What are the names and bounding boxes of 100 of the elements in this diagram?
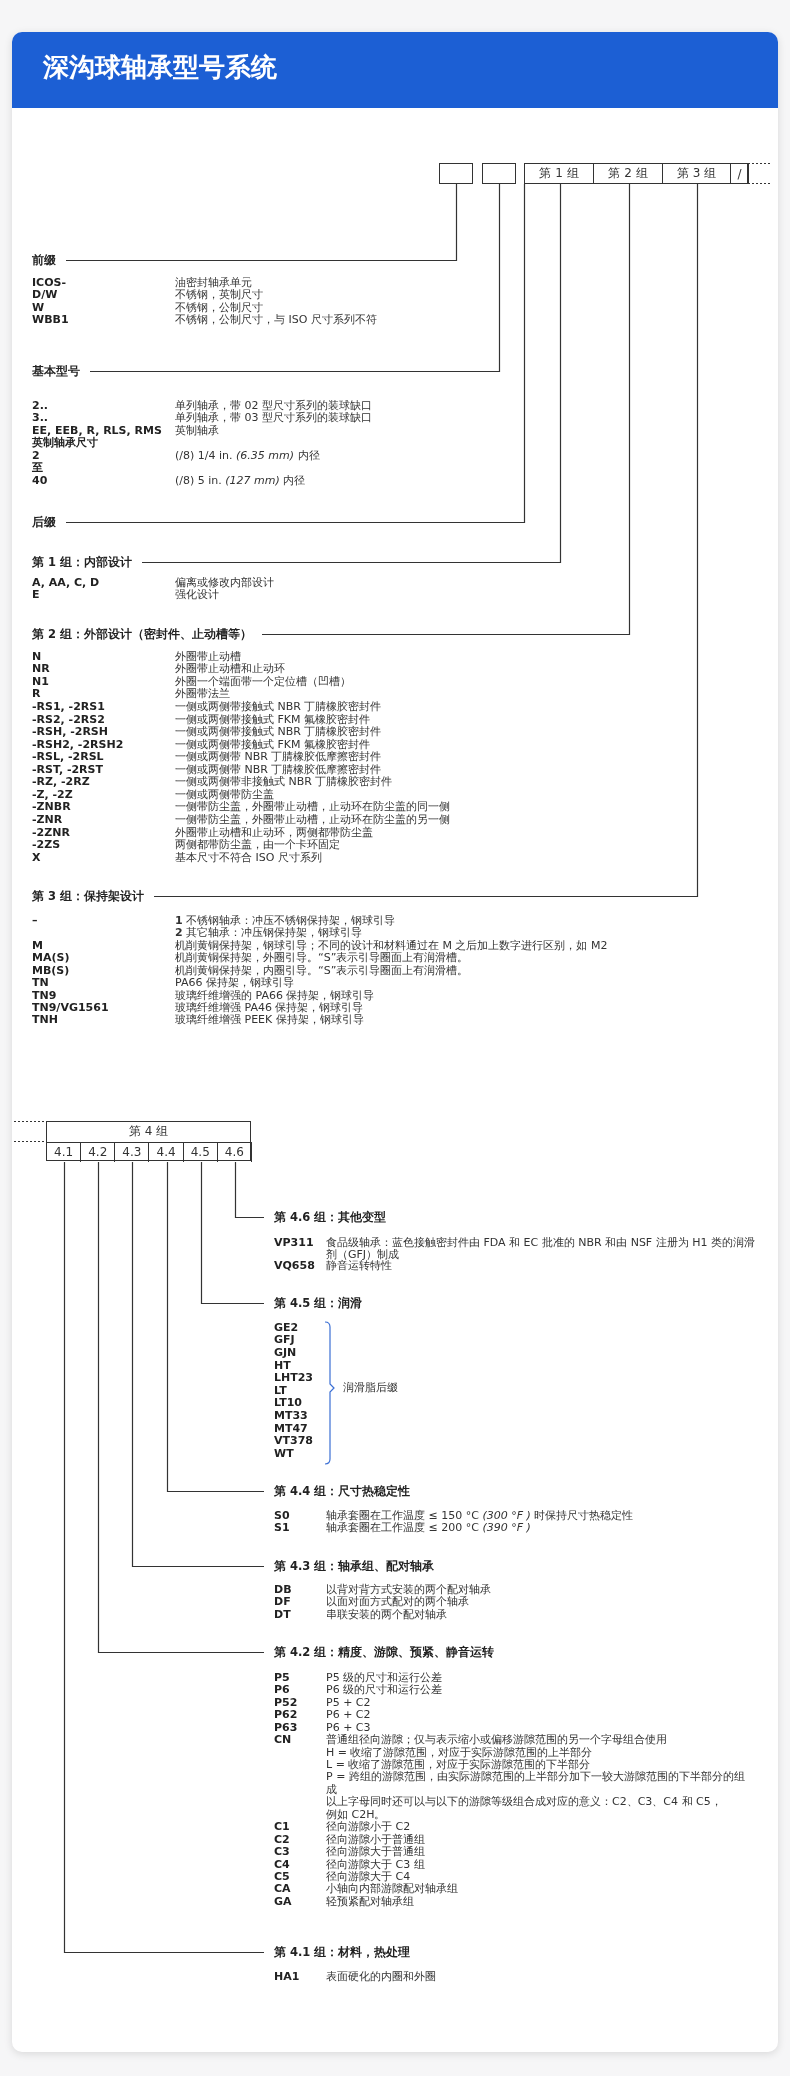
description-text: 径向游隙大于 C3 组 <box>326 1858 426 1871</box>
description-text: 一侧或两侧带 NBR 丁腈橡胶低摩擦密封件 <box>175 763 383 776</box>
description-text: P = 跨组的游隙范围，由实际游隙范围的上半部分加下一较大游隙范围的下半部分的组成 <box>326 1771 746 1796</box>
description-text: 不锈钢，公制尺寸，与 ISO 尺寸系列不符 <box>175 314 378 327</box>
code-text: E <box>32 589 40 602</box>
description-text: P5 + C2 <box>326 1696 372 1710</box>
description-text: P6 级的尺寸和运行公差 <box>326 1684 444 1697</box>
connector-line <box>200 1161 265 1305</box>
section-heading: 第 4.6 组：其他变型 <box>264 1209 387 1225</box>
code-text: W <box>32 301 45 315</box>
connector-line <box>234 1161 265 1219</box>
code-text: -RST, -2RST <box>32 763 104 777</box>
description-text: 静音运转特性 <box>326 1259 392 1273</box>
section-heading: 后缀 <box>32 514 66 530</box>
description-text: P6 + C2 <box>326 1709 372 1722</box>
code-text: VP311 <box>274 1236 314 1250</box>
code-text: P62 <box>274 1709 298 1722</box>
description-text: 油密封轴承单元 <box>175 276 253 289</box>
description-text: 一侧或两侧带 NBR 丁腈橡胶低摩擦密封件 <box>175 751 383 764</box>
code-text: -RSH, -2RSH <box>32 726 108 739</box>
code-text: P6 <box>274 1684 290 1697</box>
connector-line <box>89 183 501 373</box>
group-box <box>46 1121 251 1161</box>
group-cell: 4.6 <box>217 1142 252 1162</box>
description-text: 外圈带止动槽 <box>175 650 242 663</box>
connector-line <box>141 182 562 564</box>
section-heading: 第 2 组：外部设计（密封件、止动槽等） <box>32 626 262 642</box>
description-text: 单列轴承，带 02 型尺寸系列的装球缺口 <box>175 399 373 412</box>
description-text: (/8) 1/4 in. (6.35 mm) 内径 <box>175 449 321 462</box>
code-text: C4 <box>274 1858 290 1871</box>
section-heading: 前缀 <box>32 252 66 268</box>
code-text: R <box>32 688 41 701</box>
group-cell: 4.5 <box>183 1142 218 1162</box>
group-header: 第 4 组 <box>47 1122 250 1143</box>
code-text: DF <box>274 1596 291 1609</box>
description-text: 径向游隙大于 C4 <box>326 1871 412 1883</box>
code-text: GFJ <box>274 1334 295 1347</box>
code-text: DB <box>274 1583 292 1597</box>
description-text: 机削黄铜保持架，内圈引导。“S”表示引导圈面上有润滑槽。 <box>175 964 470 977</box>
section-heading: 第 4.4 组：尺寸热稳定性 <box>264 1483 411 1499</box>
section-heading: 第 4.5 组：润滑 <box>264 1295 363 1311</box>
code-text: VT378 <box>274 1435 313 1448</box>
code-text: -RSL, -2RSL <box>32 751 104 764</box>
group-cell: 4.4 <box>149 1142 184 1162</box>
description-text: 偏离或修改内部设计 <box>175 576 275 589</box>
code-text: S0 <box>274 1509 290 1523</box>
description-text: 基本尺寸不符合 ISO 尺寸系列 <box>175 851 323 864</box>
code-text: S1 <box>274 1522 290 1535</box>
description-text: 小轴向内部游隙配对轴承组 <box>326 1883 459 1896</box>
code-text: VQ658 <box>274 1259 315 1273</box>
description-text: 径向游隙小于普通组 <box>326 1833 426 1846</box>
code-box <box>439 163 473 184</box>
description-text: 一侧或两侧带接触式 FKM 氟橡胶密封件 <box>175 738 372 751</box>
description-text: 轴承套圈在工作温度 ≤ 150 °C (300 °F ) 时保持尺寸热稳定性 <box>326 1509 635 1522</box>
code-text: 英制轴承尺寸 <box>32 437 98 450</box>
code-text: X <box>32 851 41 864</box>
code-text: N1 <box>32 675 49 689</box>
connector-line <box>153 182 699 898</box>
code-text: GA <box>274 1895 292 1909</box>
description-text: 普通组径向游隙；仅与表示缩小或偏移游隙范围的另一个字母组合使用 <box>326 1734 668 1747</box>
group-cell: 第 3 组 <box>663 164 731 183</box>
code-text: 至 <box>32 462 43 475</box>
code-text: NR <box>32 663 50 676</box>
code-text: CN <box>274 1734 292 1747</box>
code-text: LT10 <box>274 1397 302 1410</box>
description-text: 不锈钢，英制尺寸 <box>175 289 264 302</box>
description-text: 英制轴承 <box>175 424 220 438</box>
code-text: -2ZNR <box>32 826 70 839</box>
code-text: D/W <box>32 289 58 302</box>
code-text: TN9/VG1561 <box>32 1001 109 1015</box>
description-text: 玻璃纤维增强 PA46 保持架，钢球引导 <box>175 1001 364 1014</box>
code-text: WBB1 <box>32 314 69 327</box>
code-text: LHT23 <box>274 1372 314 1385</box>
code-box <box>482 163 516 184</box>
code-text: -RS2, -2RS2 <box>32 713 105 726</box>
code-text: HA1 <box>274 1970 300 1984</box>
section-heading: 第 4.2 组：精度、游隙、预紧、静音运转 <box>264 1644 495 1660</box>
description-text: 一侧或两侧带非接触式 NBR 丁腈橡胶密封件 <box>175 776 394 789</box>
group-cell: 4.1 <box>47 1142 82 1162</box>
code-text: -RSH2, -2RSH2 <box>32 738 124 752</box>
code-text: P5 <box>274 1671 290 1685</box>
description-text: 机削黄铜保持架，钢球引导；不同的设计和材料通过在 M 之后加上数字进行区别，如 M2 <box>175 939 609 952</box>
code-text: LT <box>274 1384 287 1398</box>
code-text: -Z, -2Z <box>32 788 73 802</box>
description-text: 外圈带法兰 <box>175 688 231 701</box>
code-text: TNH <box>32 1014 58 1027</box>
description-text: 两侧都带防尘盖，由一个卡环固定 <box>175 839 341 852</box>
code-text: M <box>32 939 43 953</box>
connector-line <box>261 182 631 636</box>
code-text: MB(S) <box>32 964 70 977</box>
description-text: 玻璃纤维增强 PEEK 保持架，钢球引导 <box>175 1014 365 1027</box>
code-text: WT <box>274 1447 294 1461</box>
description-text: 以面对面方式配对的两个轴承 <box>326 1596 470 1609</box>
code-text: -RZ, -2RZ <box>32 776 90 789</box>
description-text: 以背对背方式安装的两个配对轴承 <box>326 1583 492 1596</box>
connector-line <box>97 1161 265 1654</box>
description-text: 一侧或两侧带接触式 NBR 丁腈橡胶密封件 <box>175 701 383 714</box>
description-text: 轻预紧配对轴承组 <box>326 1895 415 1909</box>
code-text: ICOS- <box>32 276 66 290</box>
group-cell: 4.3 <box>115 1142 150 1162</box>
